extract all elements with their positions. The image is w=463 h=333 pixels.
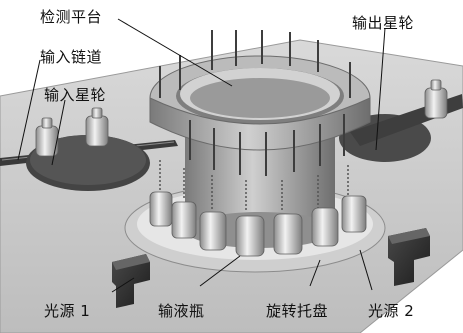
label-output-star-wheel: 输出星轮 (352, 14, 415, 32)
light-source-2-device (388, 228, 430, 286)
label-rotating-tray: 旋转托盘 (266, 302, 329, 320)
detection-rods (159, 30, 351, 176)
infusion-bottles (149, 191, 367, 257)
label-light-source-2: 光源 2 (368, 302, 415, 320)
label-input-star-wheel: 输入星轮 (44, 86, 107, 104)
label-infusion-bottle: 输液瓶 (158, 302, 205, 320)
label-light-source-1: 光源 1 (44, 302, 91, 320)
light-source-1-device (112, 254, 150, 308)
label-input-chain: 输入链道 (40, 48, 103, 66)
leader-lines (17, 18, 386, 293)
label-detection-platform: 检测平台 (40, 8, 103, 26)
spring-rods (159, 160, 349, 212)
